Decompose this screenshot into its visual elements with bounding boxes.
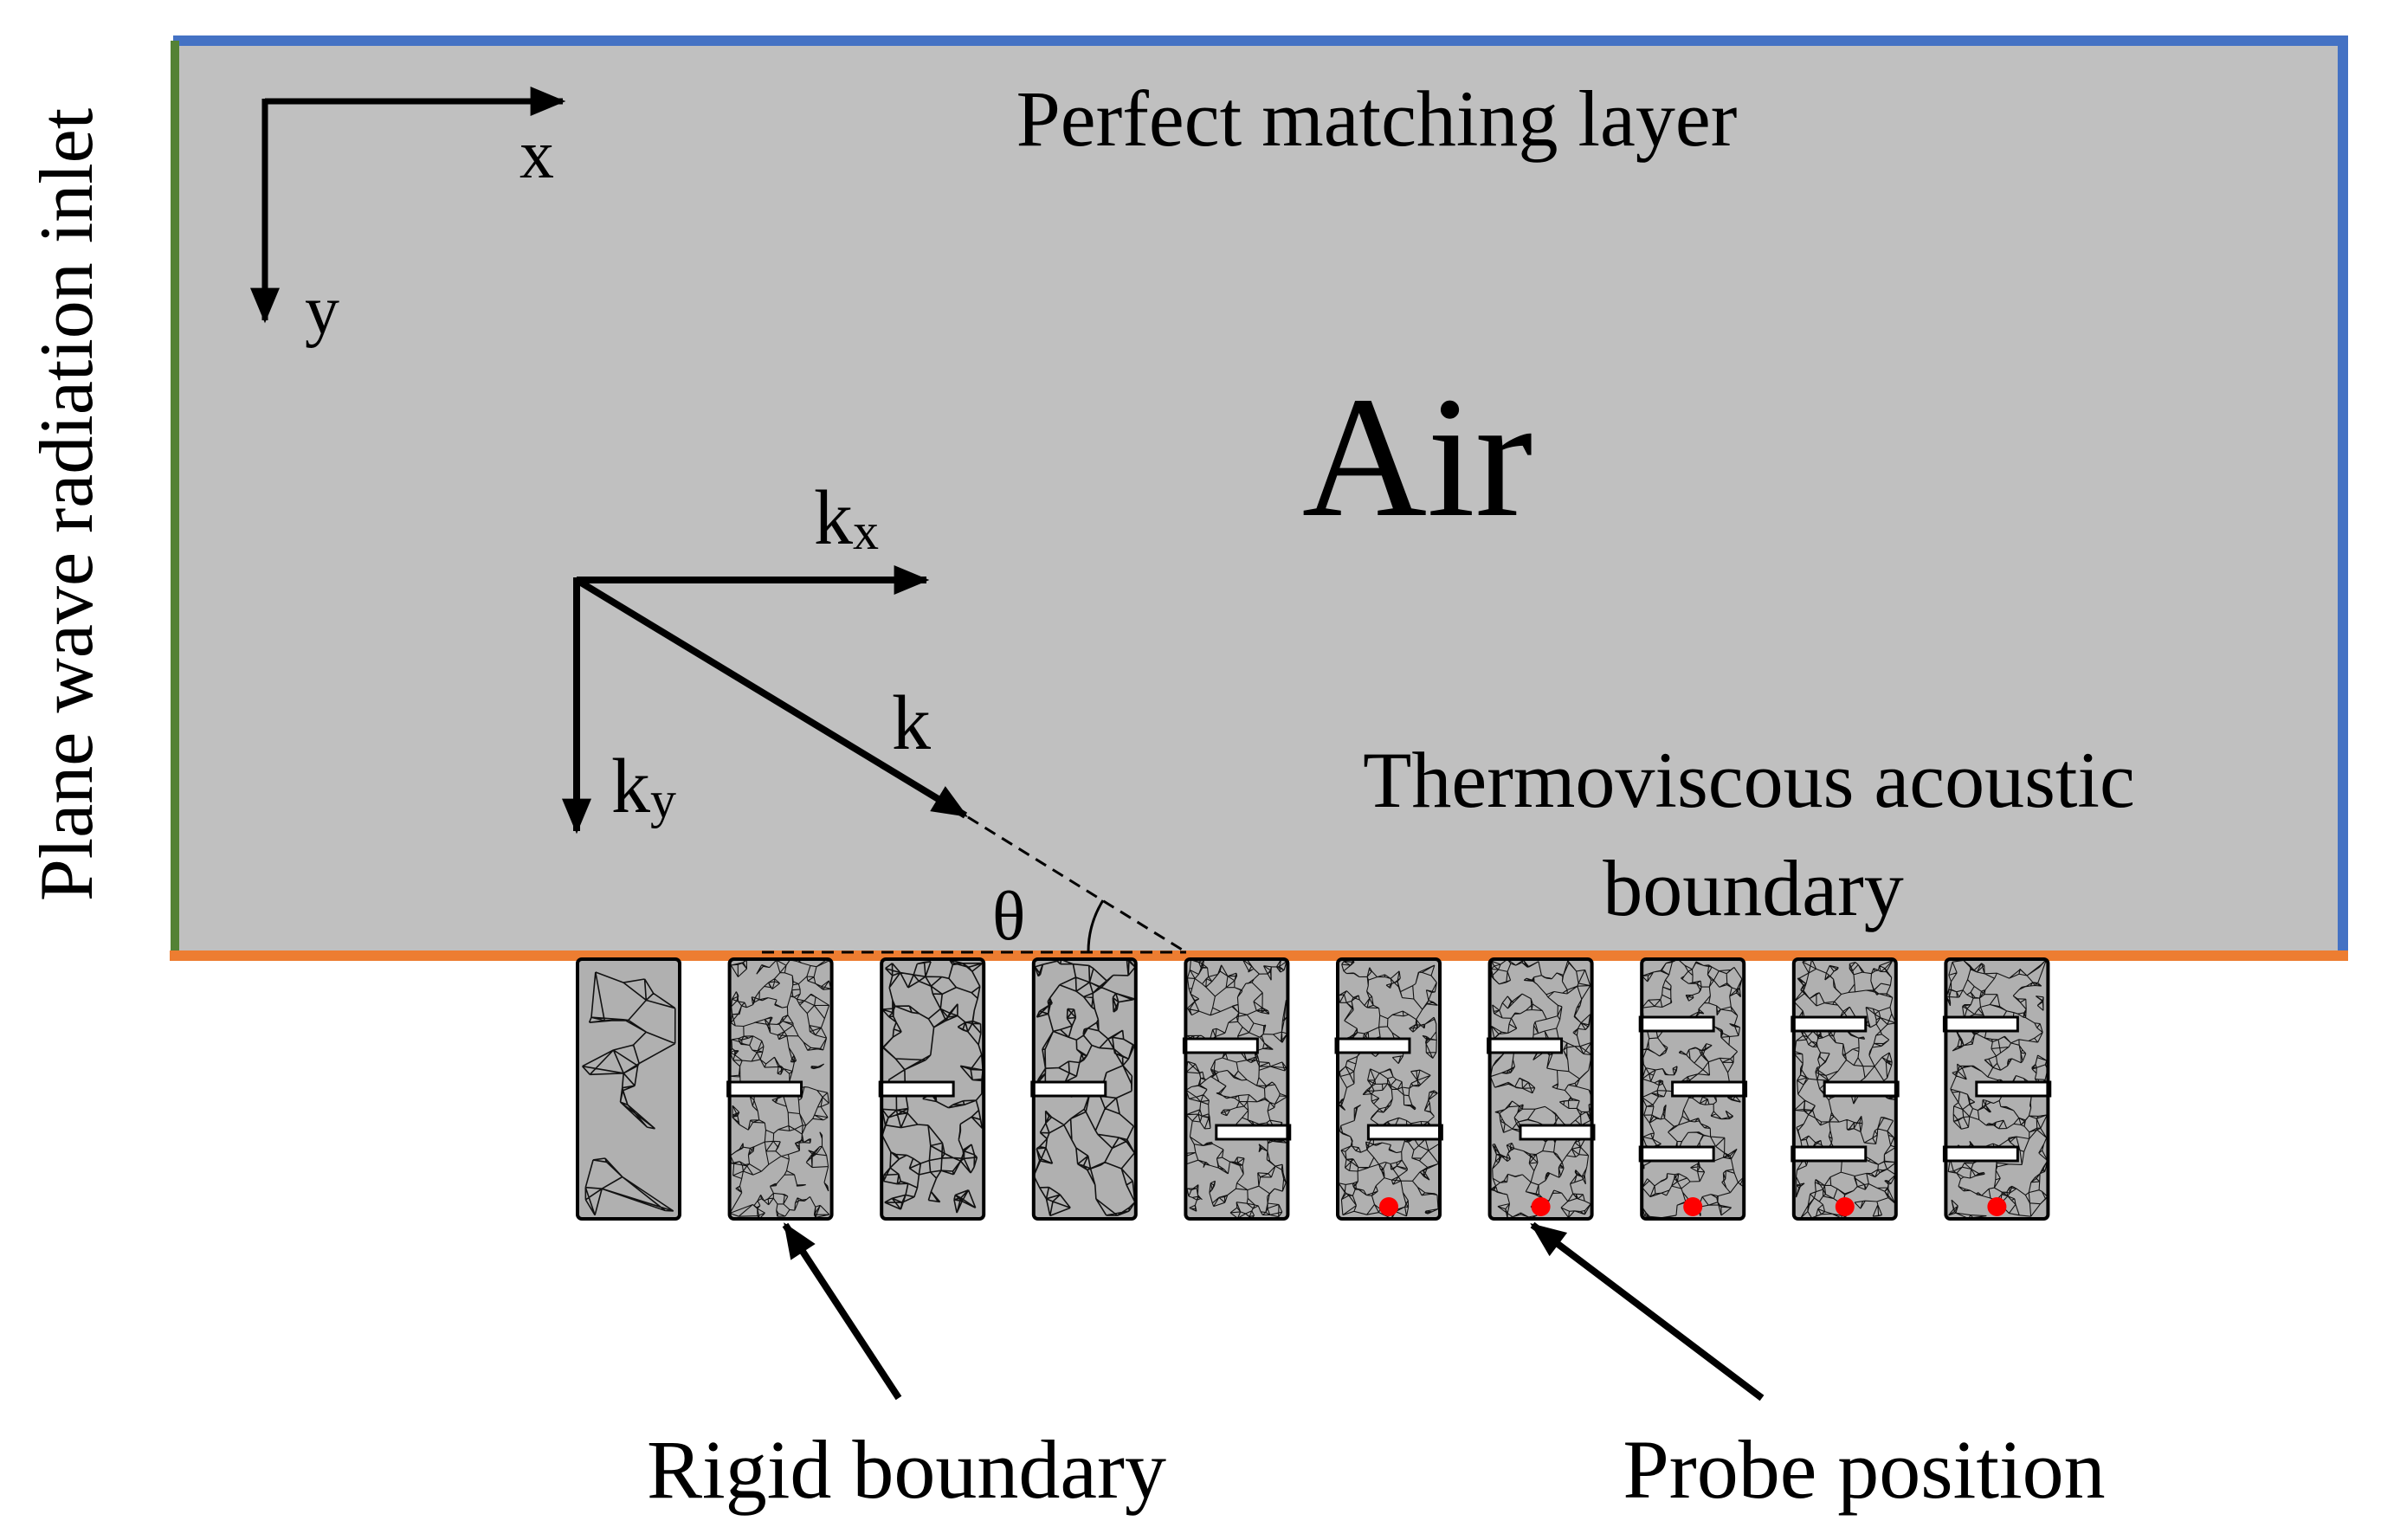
channel-wall <box>1942 1145 2019 1163</box>
k-arrow <box>574 577 968 819</box>
k-label: k <box>892 680 931 766</box>
pml-label: Perfect matching layer <box>1016 74 1738 163</box>
channel-wall <box>878 1080 955 1098</box>
channel-wall <box>1638 1145 1715 1163</box>
k-extension-dashed <box>967 815 1187 954</box>
channel-wall <box>1823 1080 1900 1098</box>
probe-dot <box>1531 1197 1551 1216</box>
thermoviscous-label-line2: boundary <box>1603 844 1903 932</box>
air-domain <box>173 41 2343 956</box>
probe-position-label: Probe position <box>1623 1423 2105 1516</box>
channel-wall <box>1182 1037 1259 1054</box>
channel-wall <box>1030 1080 1107 1098</box>
channel-wall <box>1487 1037 1564 1054</box>
unit-cell-6 <box>1334 957 1443 1221</box>
cell-border <box>1944 957 2050 1221</box>
channel-wall <box>1519 1124 1596 1141</box>
probe-dot <box>1835 1197 1855 1216</box>
kx-label-sub: x <box>853 503 879 560</box>
channel-wall <box>1975 1080 2052 1098</box>
theta-arc <box>1087 899 1105 953</box>
metasurface-cells <box>576 957 2052 1221</box>
channel-wall <box>1638 1015 1715 1033</box>
cell-mesh <box>582 971 676 1216</box>
cell-border <box>727 957 834 1221</box>
probe-dot <box>1987 1197 2007 1216</box>
cell-border <box>1336 957 1442 1221</box>
ky-label-sub: y <box>650 771 676 828</box>
unit-cell-10 <box>1942 957 2052 1221</box>
coordinate-axes: x y <box>250 87 566 349</box>
unit-cell-2 <box>726 957 834 1221</box>
air-label: Air <box>1302 362 1533 553</box>
wave-vectors: k kx ky θ <box>562 475 1187 955</box>
unit-cell-9 <box>1791 957 1900 1221</box>
y-axis-label: y <box>305 273 339 349</box>
unit-cell-1 <box>576 957 681 1221</box>
cell-body <box>1489 959 1592 1219</box>
channel-wall <box>1215 1124 1292 1141</box>
cell-border <box>1791 957 1898 1221</box>
probe-position-pointer <box>1530 1221 1765 1401</box>
kx-label-base: k <box>814 475 853 561</box>
unit-cell-5 <box>1182 957 1292 1221</box>
rigid-boundary-label: Rigid boundary <box>647 1423 1166 1516</box>
cell-body <box>1338 959 1440 1219</box>
probe-dot <box>1379 1197 1398 1216</box>
unit-cell-3 <box>878 957 986 1221</box>
cell-body <box>578 959 680 1219</box>
cell-border <box>576 957 681 1221</box>
channel-wall <box>1942 1015 2019 1033</box>
unit-cell-8 <box>1638 957 1748 1221</box>
rigid-boundary-pointer <box>782 1222 902 1401</box>
cell-border <box>1184 957 1290 1221</box>
channel-wall <box>1366 1124 1443 1141</box>
inlet-label: Plane wave radiation inlet <box>25 108 109 901</box>
pml-boundary <box>173 35 2348 956</box>
probe-dot <box>1683 1197 1703 1216</box>
ky-label-base: k <box>611 744 650 829</box>
channel-wall <box>1334 1037 1411 1054</box>
channel-wall <box>1671 1080 1748 1098</box>
cell-body <box>1185 959 1288 1219</box>
channel-wall <box>1791 1015 1868 1033</box>
cell-mesh <box>1338 960 1440 1219</box>
cell-mesh <box>1033 959 1136 1217</box>
cell-border <box>1031 957 1138 1221</box>
cell-border <box>880 957 986 1221</box>
cell-border <box>1640 957 1746 1221</box>
cell-border <box>1487 957 1594 1221</box>
ky-label: ky <box>611 744 676 829</box>
thermoviscous-label-line1: Thermoviscous acoustic <box>1363 736 2135 824</box>
theta-label: θ <box>992 879 1025 955</box>
x-axis-label: x <box>519 117 554 193</box>
unit-cell-4 <box>1030 957 1138 1221</box>
unit-cell-7 <box>1487 957 1596 1221</box>
kx-label: kx <box>814 475 879 561</box>
channel-wall <box>1791 1145 1868 1163</box>
channel-wall <box>726 1080 803 1098</box>
